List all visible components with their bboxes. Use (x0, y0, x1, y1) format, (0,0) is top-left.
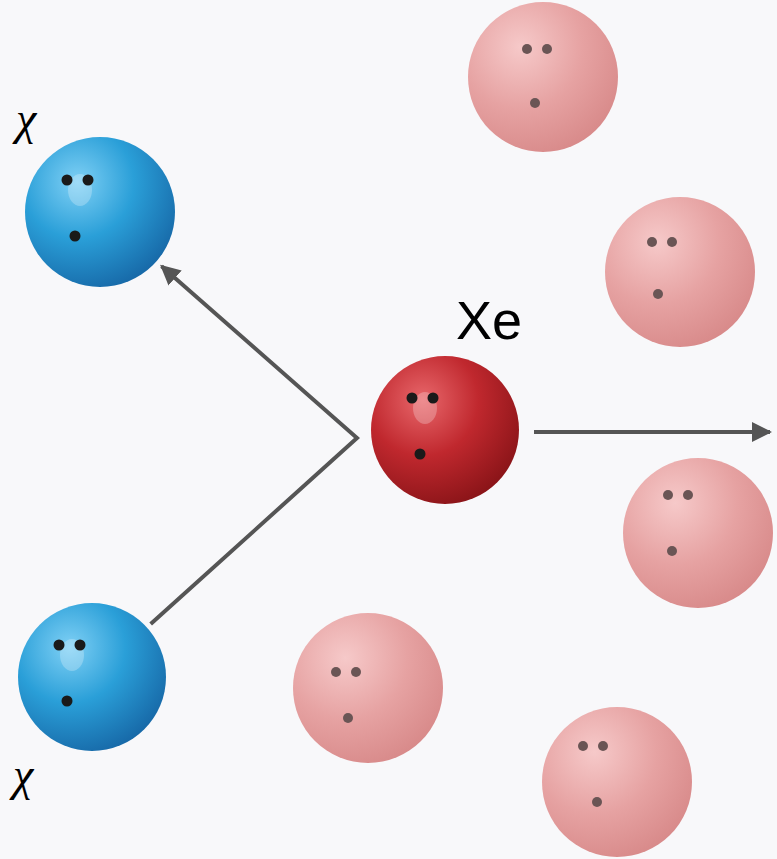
xenon-ball: Xe (370, 355, 520, 505)
atom-label: Xe (456, 293, 522, 347)
bowling-ball (370, 355, 520, 505)
wimp-ball: χ (17, 602, 167, 752)
particle-label: χ (16, 96, 36, 142)
xenon-ball (623, 458, 773, 608)
bowling-ball (17, 602, 167, 752)
faded-xenon-atoms (293, 2, 773, 857)
xenon-ball (542, 707, 692, 857)
xenon-ball (605, 197, 755, 347)
scatter-path (151, 266, 357, 624)
xenon-ball (293, 613, 443, 763)
xenon-ball (468, 2, 618, 152)
bowling-ball (24, 136, 176, 288)
recoil-arrow (534, 430, 770, 434)
wimp-ball: χ (24, 136, 176, 288)
particle-label: χ (13, 752, 33, 798)
